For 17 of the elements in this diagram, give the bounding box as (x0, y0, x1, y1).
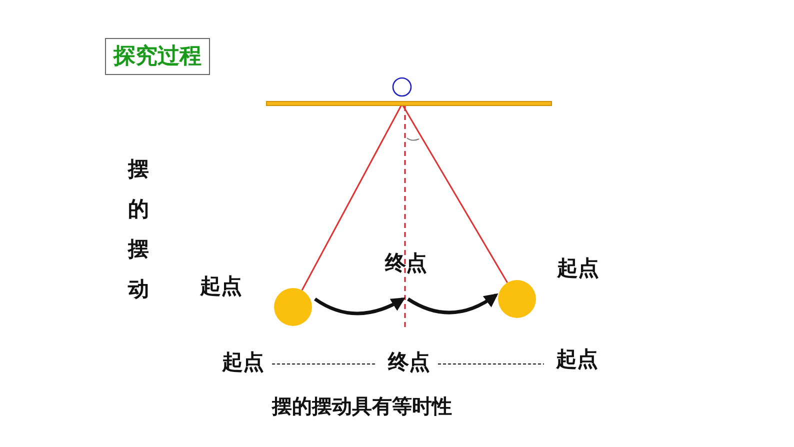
support-bar (266, 101, 552, 106)
heading-text: 探究过程 (114, 46, 202, 68)
point-label: 起点 (557, 258, 599, 279)
caption: 摆的摆动具有等时性 (272, 396, 452, 416)
curved-arrow (314, 297, 406, 316)
pendulum-bob (274, 288, 312, 326)
point-label: 终点 (385, 253, 427, 274)
point-label: 终点 (388, 352, 430, 372)
point-label: 起点 (222, 352, 264, 372)
pendulum-string (401, 104, 508, 284)
vertical-title: 摆的摆动 (128, 156, 149, 303)
point-label: 起点 (200, 276, 242, 297)
curved-arrow (407, 293, 498, 314)
heading-box (105, 38, 210, 75)
pendulum-bob (498, 280, 536, 318)
point-label: 起点 (556, 348, 598, 370)
pendulum-string (301, 104, 403, 291)
